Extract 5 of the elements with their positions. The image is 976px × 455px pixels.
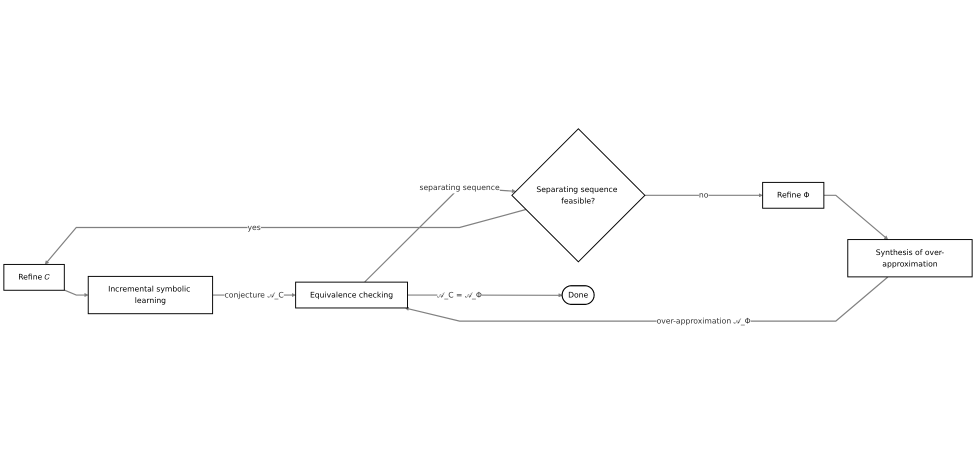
arrow (64, 289, 88, 297)
arrow (404, 276, 888, 322)
arrow (824, 194, 888, 240)
arrow (44, 208, 526, 264)
arrow (644, 192, 763, 198)
